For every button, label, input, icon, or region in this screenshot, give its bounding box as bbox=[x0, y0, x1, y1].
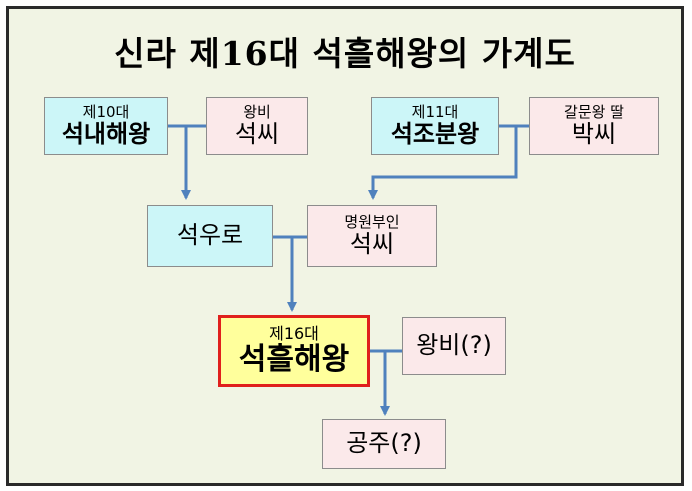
node-seokjobun-sub: 제11대 bbox=[411, 102, 459, 121]
page-title: 신라 제16대 석흘해왕의 가계도 bbox=[114, 34, 576, 73]
diagram-frame: 신라 제16대 석흘해왕의 가계도 제10대 석내해 bbox=[6, 6, 684, 486]
descent-line-2 bbox=[368, 126, 518, 200]
node-wangbi-unknown-name: 왕비(?) bbox=[416, 331, 492, 360]
node-galmun-name: 박씨 bbox=[571, 119, 617, 148]
node-seokuro: 석우로 bbox=[147, 205, 273, 267]
node-gongju-name: 공주(?) bbox=[346, 429, 422, 458]
node-gongju: 공주(?) bbox=[322, 419, 446, 469]
node-heulhae-sub: 제16대 bbox=[269, 323, 319, 343]
node-seongnae-king: 제10대 석내해왕 bbox=[44, 97, 168, 155]
connector-lines bbox=[168, 124, 529, 416]
node-seongnae-name: 석내해왕 bbox=[61, 119, 151, 148]
node-wangbi-seok-name: 석씨 bbox=[234, 119, 280, 148]
node-seokjobun-king: 제11대 석조분왕 bbox=[371, 97, 499, 155]
node-wangbi-seok: 왕비 석씨 bbox=[206, 97, 308, 155]
node-myeongwon-name: 석씨 bbox=[349, 229, 395, 258]
node-galmun-daughter: 갈문왕 딸 박씨 bbox=[529, 97, 659, 155]
node-myeongwon: 명원부인 석씨 bbox=[307, 205, 437, 267]
node-seongnae-sub: 제10대 bbox=[82, 102, 130, 121]
node-heulhae-name: 석흘해왕 bbox=[238, 341, 350, 377]
node-seokjobun-name: 석조분왕 bbox=[390, 119, 480, 148]
node-galmun-sub: 갈문왕 딸 bbox=[564, 102, 624, 121]
node-myeongwon-sub: 명원부인 bbox=[344, 212, 400, 231]
node-wangbi-seok-sub: 왕비 bbox=[243, 102, 271, 121]
node-heulhae-king: 제16대 석흘해왕 bbox=[218, 315, 370, 387]
node-seokuro-name: 석우로 bbox=[176, 221, 244, 250]
node-wangbi-unknown: 왕비(?) bbox=[402, 317, 506, 375]
